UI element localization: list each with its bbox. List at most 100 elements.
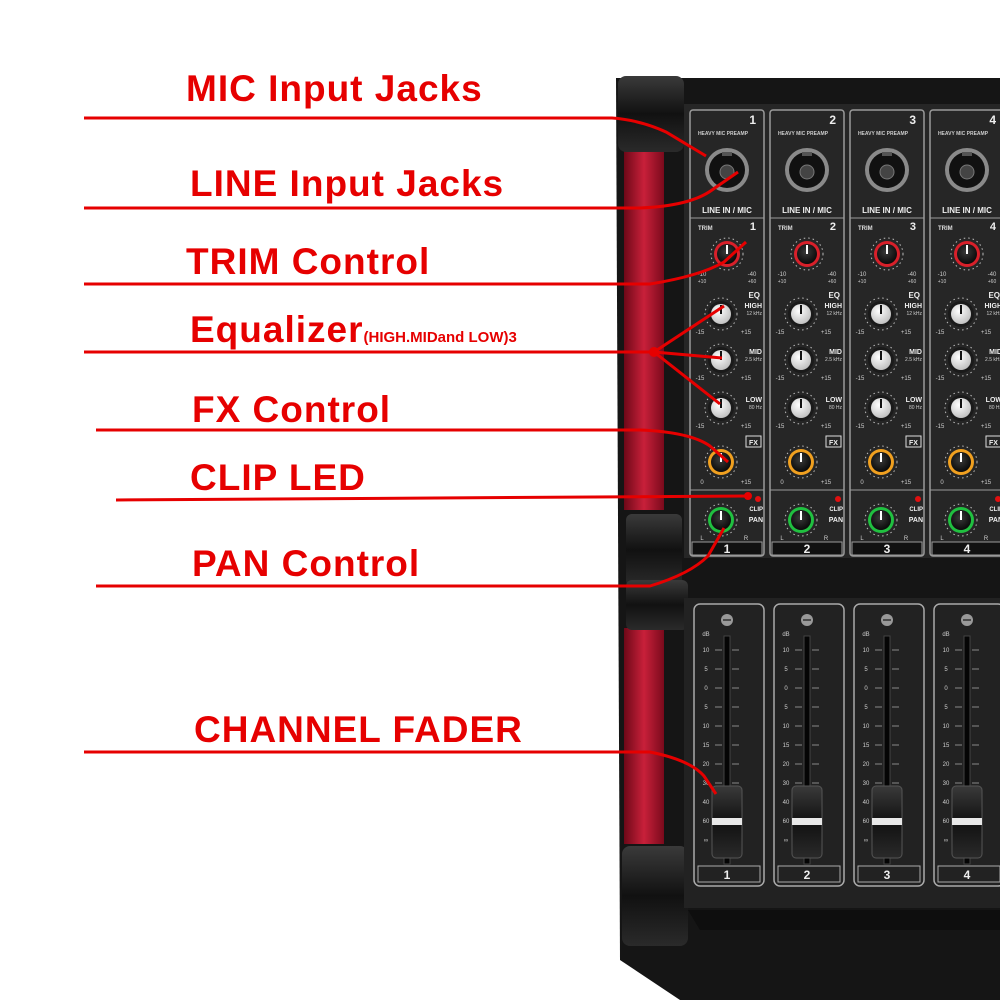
fader-cap-stripe (872, 818, 902, 825)
clip-led (755, 496, 761, 502)
left-side-rail-bottom (624, 628, 664, 844)
trim-range-low: -10 (938, 272, 947, 278)
eq-mid-freq: 2.5 kHz (985, 357, 1000, 363)
eq-mid-knob-scale (784, 343, 818, 377)
trim-label: TRIM (938, 226, 953, 232)
combo-jack-latch (882, 152, 892, 156)
channel-strip-border (849, 109, 925, 557)
clip-label: CLIP (989, 507, 1000, 513)
eq-low-freq: 80 Hz (989, 405, 1000, 411)
eq-label: EQ (828, 291, 840, 300)
fader-scale-label: 0 (944, 686, 948, 692)
fx-knob-scale (704, 445, 738, 479)
fader-scale-label: 15 (863, 743, 870, 749)
label-clip-led: CLIP LED (190, 459, 366, 496)
channel-number-bottom: 3 (884, 542, 891, 556)
preamp-text: HEAVY MIC PREAMP (858, 131, 909, 137)
eq-high-label: HIGH (825, 303, 843, 310)
combo-jack-trs-hole (959, 164, 975, 180)
pan-knob-scale (704, 503, 738, 537)
eq-high-max: +15 (821, 330, 832, 336)
callout-line-line-in (84, 170, 739, 210)
fader-scale-label: 5 (704, 705, 708, 711)
pan-knob-scale (864, 503, 898, 537)
channel-number-bottom: 1 (724, 542, 731, 556)
callout-line-clip (115, 494, 749, 502)
fader-scale-label: 10 (863, 648, 870, 654)
fader-scale-label: 5 (784, 705, 788, 711)
label-equalizer: Equalizer(HIGH.MIDand LOW)3 (190, 311, 517, 348)
eq-low-max: +15 (741, 424, 752, 430)
fader-scale-label: 30 (863, 781, 870, 787)
trim-sub-low: +10 (778, 279, 787, 285)
fader-number-plate (697, 865, 761, 883)
fader-scale-label: 15 (943, 743, 950, 749)
channel-number-trim: 2 (830, 221, 836, 233)
eq-label: EQ (988, 291, 1000, 300)
fader-channel-number: 1 (724, 868, 731, 882)
label-channel-fader: CHANNEL FADER (194, 711, 523, 748)
fader-scale-label: 60 (783, 819, 790, 825)
label-fx-control: FX Control (192, 391, 391, 428)
channel-number-bottom: 2 (804, 542, 811, 556)
eq-low-knob-scale (864, 391, 898, 425)
trim-label: TRIM (858, 226, 873, 232)
eq-mid-max: +15 (901, 376, 912, 382)
fader-number-plate (937, 865, 1000, 883)
eq-mid-min: -15 (696, 376, 705, 382)
eq-label: EQ (908, 291, 920, 300)
fader-scale-label: 20 (783, 762, 790, 768)
fader-scale-label: 0 (704, 686, 708, 692)
fader-strip-border (693, 603, 765, 887)
channel-strip-border (689, 109, 765, 557)
eq-high-knob-scale (944, 297, 978, 331)
pan-right-label: R (824, 536, 829, 542)
trim-range-high: -40 (828, 272, 837, 278)
fader-scale-label: 5 (864, 667, 868, 673)
eq-high-min: -15 (696, 330, 705, 336)
eq-mid-label: MID (749, 349, 762, 356)
fx-min: 0 (780, 480, 784, 486)
combo-jack-trs-hole (799, 164, 815, 180)
callout-line-mic (84, 116, 707, 158)
eq-high-min: -15 (856, 330, 865, 336)
fx-badge (745, 435, 762, 448)
callout-line-fader (84, 750, 718, 795)
eq-low-knob-scale (944, 391, 978, 425)
trim-range-low: -10 (778, 272, 787, 278)
eq-low-label: LOW (986, 397, 1000, 404)
fader-panel (684, 598, 1000, 908)
label-clip-led-text: CLIP LED (190, 457, 366, 498)
preamp-text: HEAVY MIC PREAMP (698, 131, 749, 137)
callout-line-trim (84, 240, 748, 286)
eq-high-max: +15 (901, 330, 912, 336)
callout-line-pan (96, 527, 726, 588)
eq-high-label: HIGH (905, 303, 923, 310)
pan-left-label: L (860, 536, 864, 542)
preamp-text: HEAVY MIC PREAMP (778, 131, 829, 137)
fx-label: FX (749, 440, 758, 447)
trim-sub-low: +10 (858, 279, 867, 285)
pan-knob-scale (944, 503, 978, 537)
eq-high-min: -15 (936, 330, 945, 336)
fx-badge (905, 435, 922, 448)
label-trim-control-text: TRIM Control (186, 241, 431, 282)
pan-label: PAN (989, 517, 1000, 524)
eq-low-freq: 80 Hz (829, 405, 843, 411)
fx-label: FX (989, 440, 998, 447)
front-bevel (688, 910, 1000, 930)
fader-scale-label: 20 (863, 762, 870, 768)
eq-mid-freq: 2.5 kHz (825, 357, 842, 363)
eq-high-min: -15 (776, 330, 785, 336)
fader-db-label: dB (942, 632, 949, 638)
fader-scale-label: 10 (703, 648, 710, 654)
eq-low-min: -15 (936, 424, 945, 430)
eq-high-freq: 12 kHz (906, 311, 922, 317)
label-mic-input-jacks: MIC Input Jacks (186, 70, 483, 107)
pan-left-label: L (940, 536, 944, 542)
fader-scale-label: 40 (783, 800, 790, 806)
corner-cap-top (618, 76, 684, 152)
fx-knob-scale (944, 445, 978, 479)
combo-jack-trs-hole (879, 164, 895, 180)
trim-range-low: -10 (698, 272, 707, 278)
